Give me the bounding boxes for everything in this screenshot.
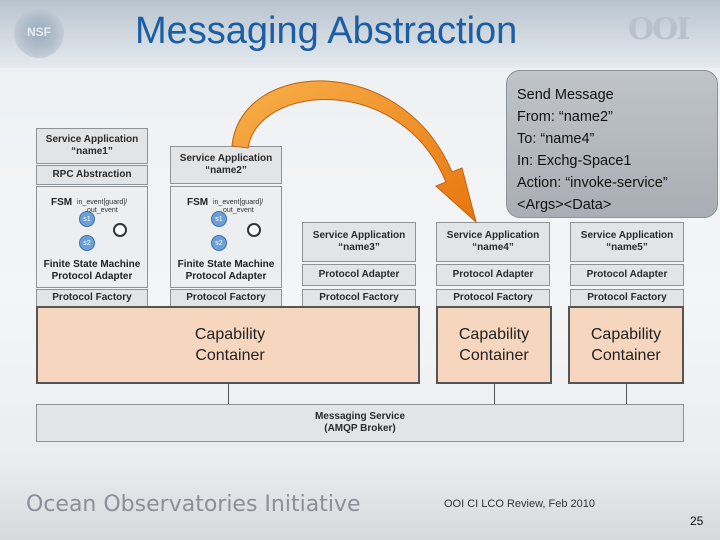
- protocol-adapter-4-label: Protocol Adapter: [452, 269, 534, 280]
- fsm-note-2-line1: in_event[guard]/: [213, 199, 264, 206]
- footer-brand: Ocean Observatories Initiative: [26, 492, 361, 517]
- fsm-note-1-line2: out_event: [87, 207, 118, 214]
- messaging-service-line1: Messaging Service: [314, 411, 406, 422]
- protocol-adapter-5: Protocol Adapter: [570, 264, 684, 286]
- page-number: 25: [690, 514, 704, 528]
- callout-line-5: Action: “invoke-service”: [517, 175, 668, 191]
- fsm-panel-1: FSM in_event[guard]/ out_event s1 s2 Fin…: [36, 186, 148, 288]
- callout-line-4: In: Exchg-Space1: [517, 153, 632, 169]
- protocol-factory-3-label: Protocol Factory: [319, 292, 399, 303]
- fsm-note-1-line1: in_event[guard]/: [77, 199, 128, 206]
- service-app-name2-line1: Service Application: [179, 153, 273, 164]
- service-app-name4: Service Application “name4”: [436, 222, 550, 262]
- fsm-label-2: FSM: [187, 197, 209, 208]
- capability-container-1: Capability Container: [36, 306, 420, 384]
- fsm-state-s1-1: s1: [79, 211, 95, 227]
- callout-line-2: From: “name2”: [517, 109, 613, 125]
- service-app-name5-line2: “name5”: [606, 242, 648, 253]
- fsm-adapter-2: Finite State Machine Protocol Adapter: [171, 259, 281, 283]
- rpc-abstraction: RPC Abstraction: [36, 165, 148, 185]
- rpc-abstraction-label: RPC Abstraction: [52, 169, 132, 180]
- fsm-state-s1-2: s1: [211, 211, 227, 227]
- send-message-callout: Send Message From: “name2” To: “name4” I…: [506, 70, 718, 218]
- protocol-adapter-3: Protocol Adapter: [302, 264, 416, 286]
- fsm-note-2-line2: out_event: [223, 207, 254, 214]
- connector-line-2: [494, 384, 495, 404]
- slide-title: Messaging Abstraction: [135, 10, 518, 52]
- capability-container-2-line2: Container: [459, 347, 529, 364]
- capability-container-2: Capability Container: [436, 306, 552, 384]
- service-app-name4-line2: “name4”: [472, 242, 514, 253]
- service-app-name3-line2: “name3”: [338, 242, 380, 253]
- service-app-name3-line1: Service Application: [312, 230, 406, 241]
- fsm-adapter-2-line2: Protocol Adapter: [185, 271, 267, 282]
- service-app-name3: Service Application “name3”: [302, 222, 416, 262]
- capability-container-1-line1: Capability: [194, 326, 266, 343]
- fsm-adapter-2-line1: Finite State Machine: [177, 259, 275, 270]
- fsm-panel-2: FSM in_event[guard]/ out_event s1 s2 Fin…: [170, 186, 282, 288]
- callout-line-3: To: “name4”: [517, 131, 595, 147]
- protocol-factory-5-label: Protocol Factory: [587, 292, 667, 303]
- fsm-adapter-1-line1: Finite State Machine: [43, 259, 141, 270]
- fsm-adapter-1-line2: Protocol Adapter: [51, 271, 133, 282]
- callout-line-1: Send Message: [517, 87, 614, 103]
- header-band: [0, 0, 720, 68]
- fsm-label-1: FSM: [51, 197, 73, 208]
- protocol-factory-2-label: Protocol Factory: [186, 292, 266, 303]
- service-app-name1-line2: “name1”: [71, 146, 113, 157]
- connector-line-1: [228, 384, 229, 404]
- service-app-name2-line2: “name2”: [205, 165, 247, 176]
- fsm-final-state-2: [247, 223, 261, 237]
- protocol-factory-4-label: Protocol Factory: [453, 292, 533, 303]
- messaging-service-line2: (AMQP Broker): [324, 423, 396, 434]
- capability-container-3-line1: Capability: [590, 326, 662, 343]
- ooi-logo: OOI: [628, 12, 690, 47]
- footer-review: OOI CI LCO Review, Feb 2010: [444, 498, 596, 510]
- protocol-factory-1-label: Protocol Factory: [52, 292, 132, 303]
- protocol-adapter-3-label: Protocol Adapter: [318, 269, 400, 280]
- fsm-note-2: in_event[guard]/ out_event: [213, 199, 263, 215]
- fsm-final-state-1: [113, 223, 127, 237]
- protocol-adapter-4: Protocol Adapter: [436, 264, 550, 286]
- service-app-name5-line1: Service Application: [580, 230, 674, 241]
- nsf-logo: NSF: [14, 8, 64, 58]
- messaging-service: Messaging Service (AMQP Broker): [36, 404, 684, 442]
- capability-container-3: Capability Container: [568, 306, 684, 384]
- footer-band: [0, 470, 720, 540]
- service-app-name5: Service Application “name5”: [570, 222, 684, 262]
- fsm-state-s2-2: s2: [211, 235, 227, 251]
- callout-line-6: <Args><Data>: [517, 197, 612, 213]
- capability-container-3-line2: Container: [591, 347, 661, 364]
- fsm-note-1: in_event[guard]/ out_event: [77, 199, 127, 215]
- fsm-adapter-1: Finite State Machine Protocol Adapter: [37, 259, 147, 283]
- capability-container-1-line2: Container: [195, 347, 265, 364]
- fsm-state-s2-1: s2: [79, 235, 95, 251]
- connector-line-3: [626, 384, 627, 404]
- service-app-name1: Service Application “name1”: [36, 128, 148, 164]
- nsf-logo-text: NSF: [27, 25, 51, 39]
- service-app-name2: Service Application “name2”: [170, 146, 282, 184]
- service-app-name4-line1: Service Application: [446, 230, 540, 241]
- protocol-adapter-5-label: Protocol Adapter: [586, 269, 668, 280]
- service-app-name1-line1: Service Application: [45, 134, 139, 145]
- capability-container-2-line1: Capability: [458, 326, 530, 343]
